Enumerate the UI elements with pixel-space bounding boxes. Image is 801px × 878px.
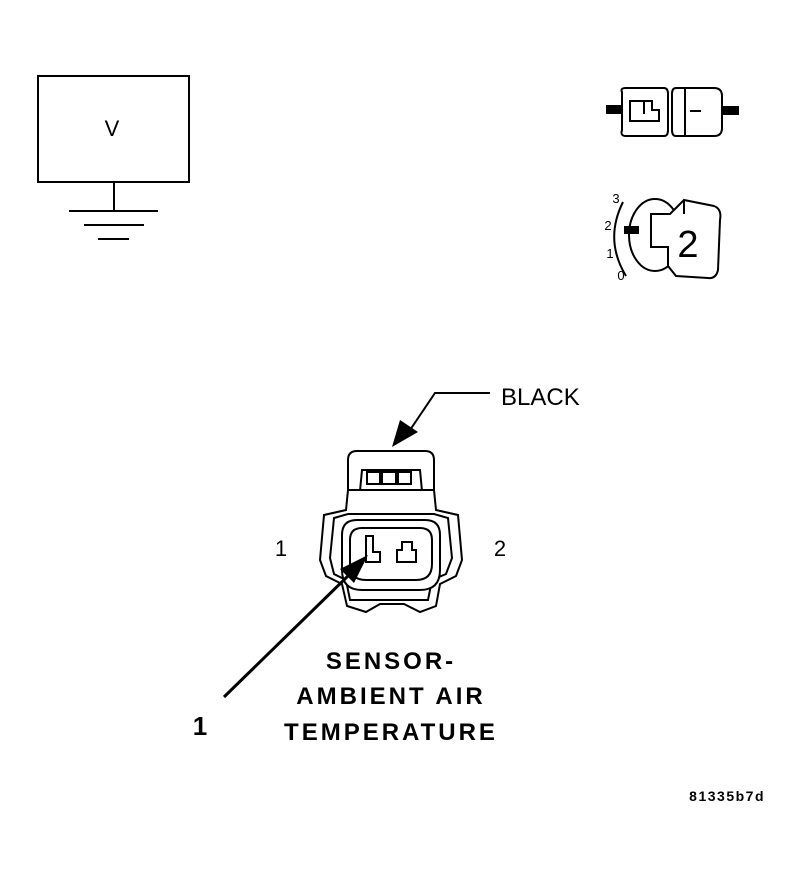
component-title-line-1: SENSOR- [326,648,456,675]
color-leader-arrow [392,392,490,447]
component-title-line-2: AMBIENT AIR [296,683,485,710]
ground-icon [69,182,158,240]
connector-face-icon [318,450,464,614]
ignition-switch-icon: 3 2 1 0 2 [604,191,722,283]
switch-scale-0: 0 [617,268,624,283]
switch-scale-3: 3 [612,191,619,206]
voltmeter-label: V [105,116,120,141]
connector-disconnect-icon [606,87,739,137]
callout-arrow [222,555,368,699]
switch-scale-1: 1 [606,246,613,261]
pin-label-right: 2 [494,536,506,561]
switch-position-value: 2 [677,224,698,266]
connector-color-label: BLACK [501,384,580,411]
pin-label-left: 1 [275,536,287,561]
switch-scale-2: 2 [604,218,611,233]
callout-number: 1 [193,711,207,741]
component-title-line-3: TEMPERATURE [284,719,498,746]
figure-code: 81335b7d [689,788,765,804]
voltmeter-symbol: V [37,75,190,240]
